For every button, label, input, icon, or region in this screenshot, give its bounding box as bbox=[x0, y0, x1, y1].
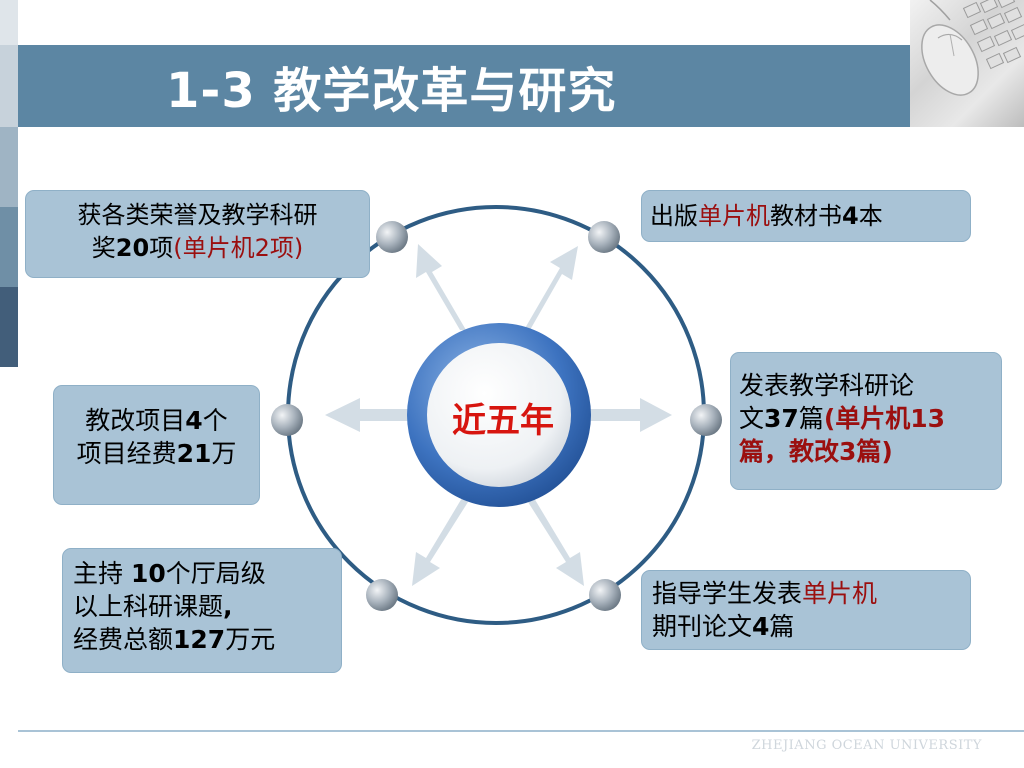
papers-line-1: 发表教学科研论 bbox=[739, 371, 915, 400]
keyboard-mouse-image bbox=[910, 0, 1024, 127]
box-student-papers: 指导学生发表单片机 期刊论文4篇 bbox=[641, 570, 971, 650]
arrows bbox=[325, 244, 672, 586]
node-top-left bbox=[376, 221, 408, 253]
node-top-right bbox=[588, 221, 620, 253]
honors-line-1: 获各类荣誉及教学科研 bbox=[77, 201, 318, 229]
arrow-down-left bbox=[412, 498, 468, 586]
student-line-2: 期刊论文4篇 bbox=[652, 612, 795, 641]
side-stripe-5 bbox=[0, 287, 18, 367]
side-stripe-3 bbox=[0, 127, 18, 207]
projects-line-3: 经费总额127万元 bbox=[73, 625, 276, 654]
box-honors-awards: 获各类荣誉及教学科研 奖20项(单片机2项) bbox=[25, 190, 370, 278]
arrow-left bbox=[325, 398, 420, 432]
projects-line-2: 以上科研课题, bbox=[73, 592, 233, 621]
box-research-projects: 主持 10个厅局级 以上科研课题, 经费总额127万元 bbox=[62, 548, 342, 673]
projects-line-1: 主持 10个厅局级 bbox=[73, 559, 266, 588]
node-right bbox=[690, 404, 722, 436]
student-line-1: 指导学生发表单片机 bbox=[652, 579, 878, 608]
box-research-papers: 发表教学科研论 文37篇(单片机13 篇，教改3篇) bbox=[730, 352, 1002, 490]
arrow-up-left bbox=[416, 244, 466, 330]
box-teaching-reform: 教改项目4个 项目经费21万 bbox=[53, 385, 260, 505]
center-label: 近五年 bbox=[452, 400, 554, 441]
node-bottom-left bbox=[366, 579, 398, 611]
papers-line-3: 篇，教改3篇) bbox=[739, 437, 893, 466]
node-left bbox=[271, 404, 303, 436]
side-stripe-2 bbox=[0, 45, 18, 127]
node-bottom-right bbox=[589, 579, 621, 611]
side-stripe-4 bbox=[0, 207, 18, 287]
keyboard-mouse-icon bbox=[921, 0, 1024, 96]
papers-line-2: 文37篇(单片机13 bbox=[739, 404, 946, 433]
title-bar: 1-3 教学改革与研究 bbox=[18, 45, 910, 127]
footer-university: ZHEJIANG OCEAN UNIVERSITY bbox=[751, 738, 982, 753]
reform-line-1: 教改项目4个 bbox=[85, 406, 228, 435]
hub-inner bbox=[427, 343, 571, 487]
box-textbooks: 出版单片机教材书4本 bbox=[641, 190, 971, 242]
slide-title: 1-3 教学改革与研究 bbox=[166, 63, 617, 119]
arrow-down-right bbox=[528, 498, 584, 586]
honors-line-2: 奖20项(单片机2项) bbox=[91, 234, 304, 262]
arrow-up-right bbox=[524, 246, 578, 330]
footer-divider bbox=[18, 730, 1024, 732]
arrow-right bbox=[578, 398, 672, 432]
side-stripe-1 bbox=[0, 0, 18, 45]
reform-line-2: 项目经费21万 bbox=[76, 439, 237, 468]
